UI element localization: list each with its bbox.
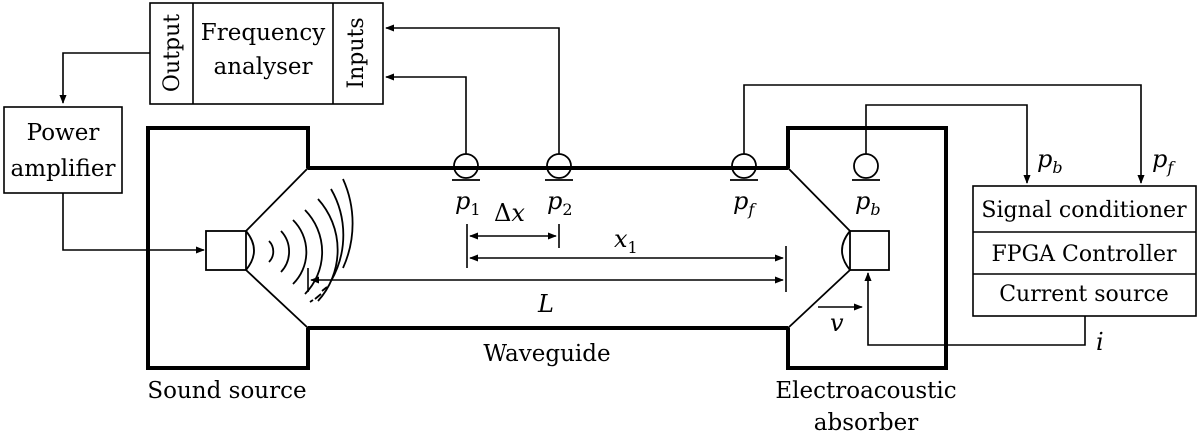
sound-source-enclosure <box>146 126 310 370</box>
frequency-analyser-line2: analyser <box>214 54 313 80</box>
i-label: i <box>1096 328 1104 356</box>
wire-p2-to-analyser <box>385 24 560 154</box>
power-amplifier: Power amplifier <box>3 106 123 194</box>
x1-label: x1 <box>614 225 638 257</box>
v-label: v <box>830 309 844 337</box>
wire-pb-to-conditioner <box>865 104 1031 184</box>
current-source-label: Current source <box>999 282 1169 307</box>
pf-wire-label: pf <box>1152 145 1176 177</box>
microphone-pb-icon <box>852 153 880 181</box>
inputs-label: Inputs <box>344 17 369 88</box>
output-label: Output <box>160 14 185 92</box>
absorber-speaker-icon <box>841 230 890 271</box>
power-amplifier-line2: amplifier <box>11 156 116 182</box>
loudspeaker-icon <box>205 230 255 271</box>
sound-source-label: Sound source <box>147 378 306 404</box>
pb-label: pb <box>855 187 881 219</box>
p1-label: p1 <box>455 187 481 219</box>
power-amplifier-line1: Power <box>27 120 100 146</box>
p2-label: p2 <box>547 187 573 219</box>
dimension-L <box>307 268 784 292</box>
absorber-enclosure <box>786 126 948 370</box>
right-horn <box>787 167 851 329</box>
delta-x-label: Δx <box>494 199 525 227</box>
wire-pf-to-conditioner <box>743 84 1145 184</box>
frequency-analyser: Output Frequency analyser Inputs <box>149 2 384 105</box>
absorber-label-line2: absorber <box>814 410 918 434</box>
dimension-delta-x <box>466 224 560 248</box>
fpga-controller-label: FPGA Controller <box>992 242 1177 267</box>
pf-label: pf <box>733 187 757 219</box>
absorber-label-line1: Electroacoustic <box>775 378 956 404</box>
sound-waves-icon <box>268 178 354 303</box>
left-horn <box>245 167 309 329</box>
frequency-analyser-line1: Frequency <box>201 20 325 46</box>
controller-stack: Signal conditioner FPGA Controller Curre… <box>972 185 1197 317</box>
wire-current-to-absorber <box>864 272 1086 346</box>
wire-amplifier-to-speaker <box>62 193 205 254</box>
waveguide-label: Waveguide <box>483 341 610 367</box>
dimension-x1 <box>466 246 787 292</box>
L-label: L <box>537 290 554 318</box>
signal-conditioner-label: Signal conditioner <box>981 198 1187 223</box>
wire-p1-to-analyser <box>385 73 467 154</box>
wire-output-to-amplifier <box>59 52 150 104</box>
pb-wire-label: pb <box>1037 145 1063 177</box>
